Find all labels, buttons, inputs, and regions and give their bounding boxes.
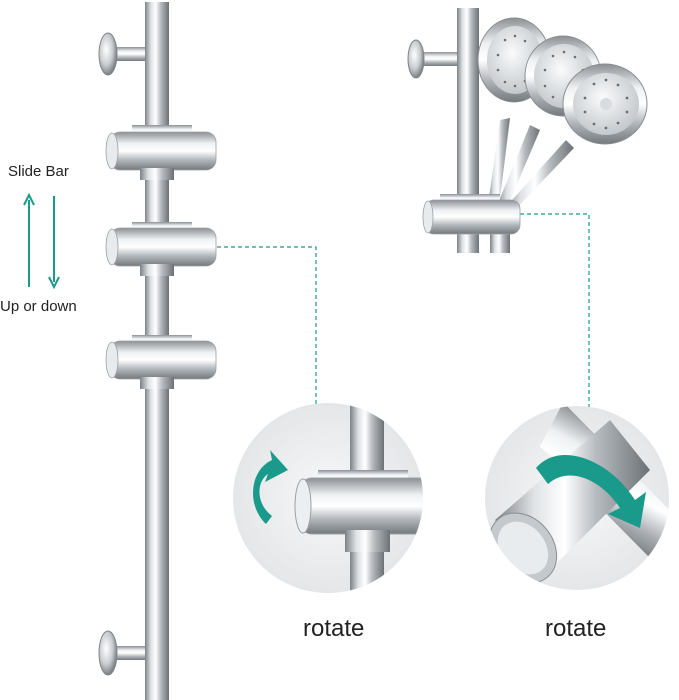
rotate-label-left: rotate [303,615,365,642]
right-rod [457,8,479,253]
arrow-down-icon [48,196,60,290]
rotate-arrow-icon [536,454,646,528]
rotate-arrow-icon [253,450,288,524]
up-or-down-label: Up or down [0,298,77,315]
rotate-detail-left [233,403,423,593]
slide-bar-label: Slide Bar [8,163,69,180]
shower-head-front [562,63,648,145]
wall-bracket-top [98,32,153,76]
holder-bottom [105,335,217,389]
holder-right [422,194,521,235]
wall-bracket-right [407,39,460,79]
shower-head-assembly [407,8,648,253]
callout-line-right [520,213,590,408]
callout-line-left [217,246,317,405]
arrow-up-icon [23,192,35,287]
wall-bracket-bottom [98,630,153,676]
slide-bar-assembly [98,2,217,700]
holder-top [105,125,217,180]
holder-middle [105,222,217,276]
rotate-label-right: rotate [545,615,607,642]
rotate-detail-right [485,406,669,590]
